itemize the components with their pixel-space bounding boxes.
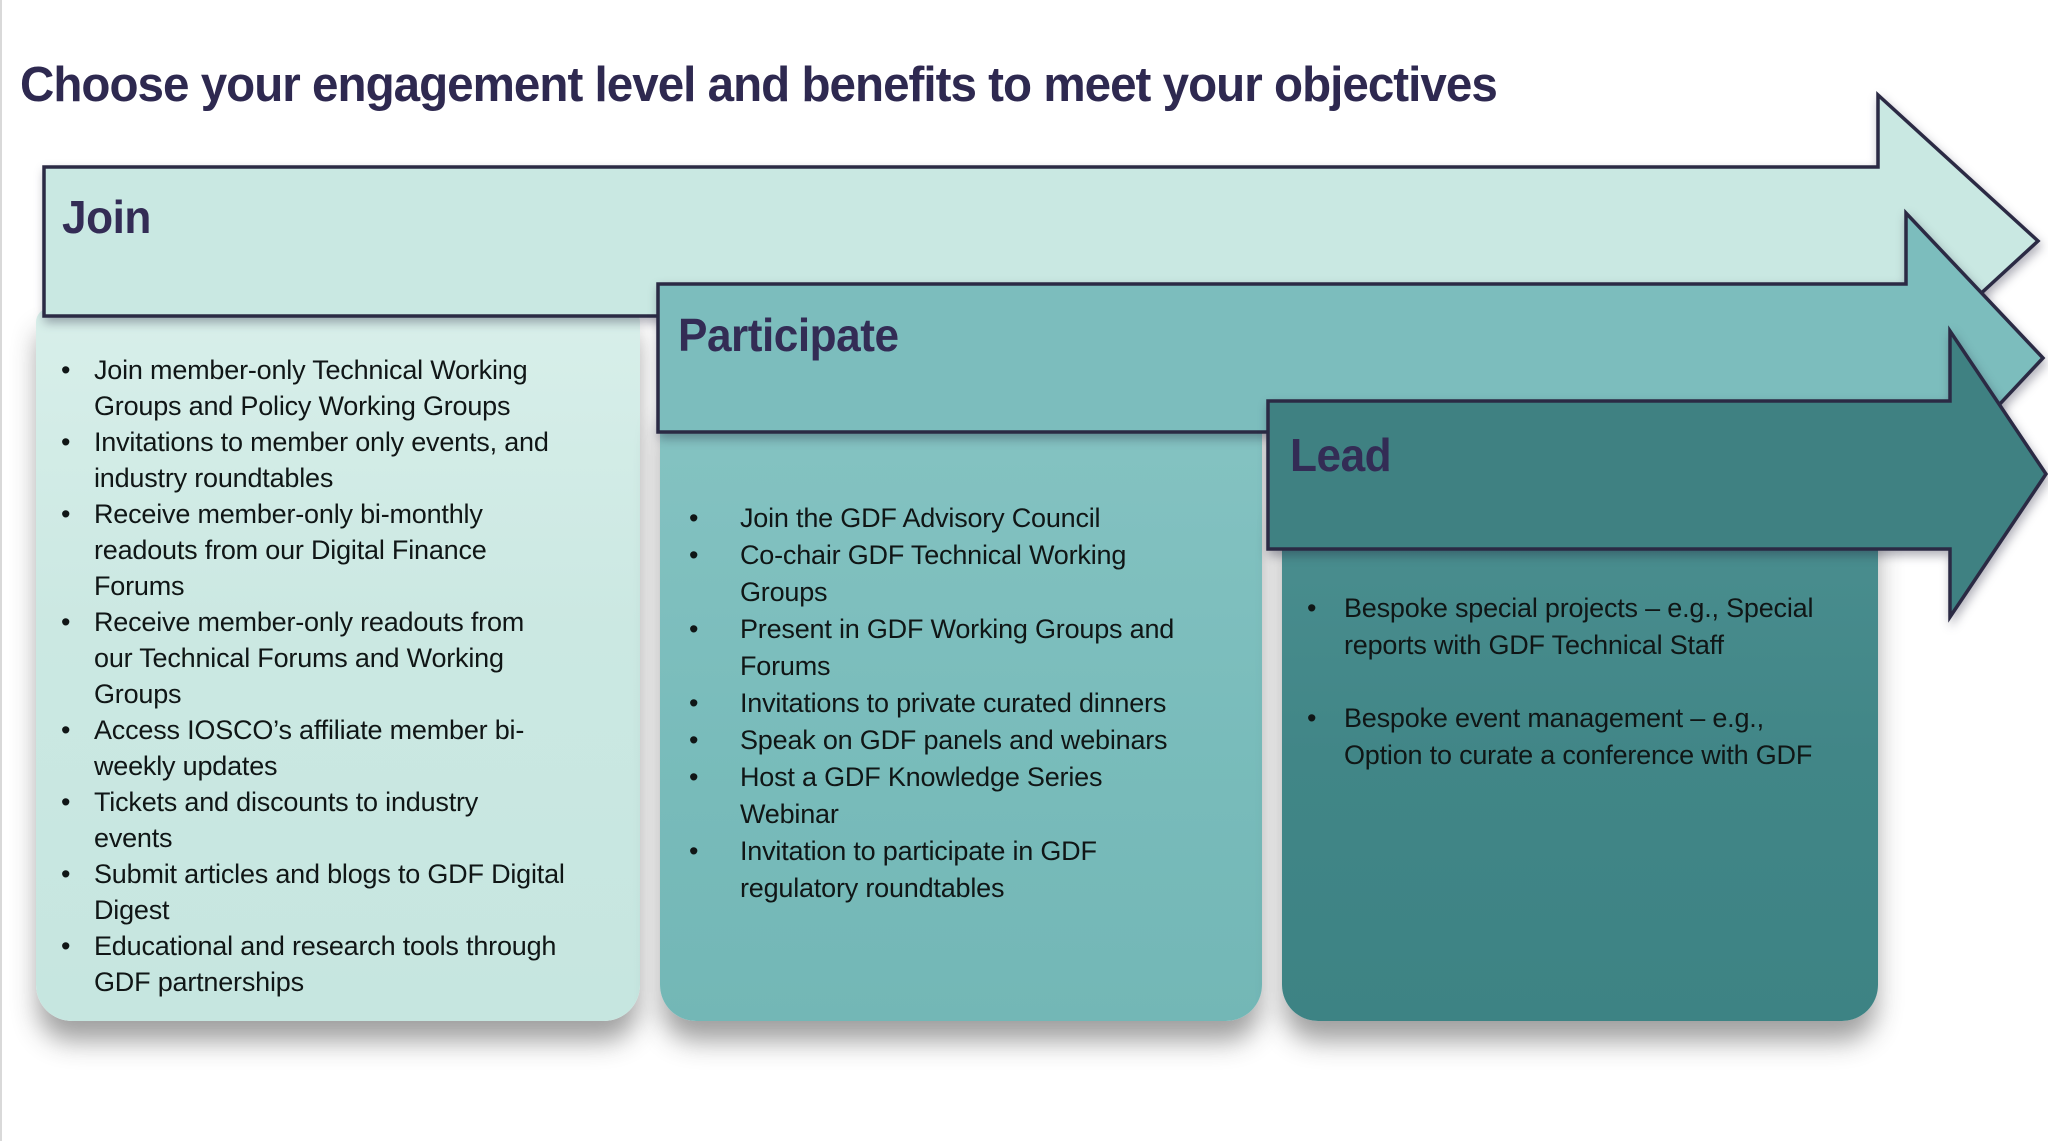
join-benefits-card: [36, 308, 640, 1021]
list-item: • Co-chair GDF Technical Working Groups: [686, 537, 1252, 611]
bullet-icon: •: [689, 540, 699, 570]
join-benefits-list: • Join member-only Technical Working Grou…: [60, 352, 626, 1000]
list-item-text: Join member-only Technical Working Group…: [94, 355, 528, 421]
bullet-icon: •: [689, 503, 699, 533]
participate-benefits-card: [660, 400, 1262, 1021]
list-item-text: Join the GDF Advisory Council: [740, 503, 1101, 533]
list-item-text: Present in GDF Working Groups and Forums: [740, 614, 1175, 681]
list-item: • Access IOSCO’s affiliate member bi- wee…: [60, 712, 626, 784]
list-item-text: Host a GDF Knowledge Series Webinar: [740, 762, 1103, 829]
bullet-icon: •: [1307, 703, 1317, 733]
list-item: • Present in GDF Working Groups and Forum…: [686, 611, 1252, 685]
list-item-text: Bespoke event management – e.g., Option …: [1344, 703, 1813, 770]
bullet-icon: •: [1307, 593, 1317, 623]
bullet-icon: •: [61, 355, 71, 385]
bullet-icon: •: [61, 427, 71, 457]
list-item-text: Receive member-only readouts from our Te…: [94, 607, 525, 709]
bullet-icon: •: [61, 715, 71, 745]
participate-banner-label: Participate: [678, 309, 899, 361]
list-item-text: Invitation to participate in GDF regulat…: [740, 836, 1097, 903]
list-item-text: Submit articles and blogs to GDF Digital…: [94, 859, 565, 925]
list-item: • Join member-only Technical Working Grou…: [60, 352, 626, 424]
list-item: • Host a GDF Knowledge Series Webinar: [686, 759, 1252, 833]
window-left-edge: [0, 0, 2, 1141]
bullet-icon: •: [689, 688, 699, 718]
list-item-text: Access IOSCO’s affiliate member bi- week…: [94, 715, 525, 781]
list-item: • Invitations to private curated dinners: [686, 685, 1252, 722]
bullet-icon: •: [61, 787, 71, 817]
bullet-icon: •: [689, 762, 699, 792]
participate-benefits-list: • Join the GDF Advisory Council • Co-chair …: [686, 500, 1252, 907]
list-item: • Bespoke special projects – e.g., Specia…: [1306, 590, 1872, 664]
bullet-icon: •: [61, 607, 71, 637]
list-item-text: Educational and research tools through G…: [94, 931, 557, 997]
list-item: • Receive member-only bi-monthly readouts…: [60, 496, 626, 604]
list-item: • Receive member-only readouts from our T…: [60, 604, 626, 712]
lead-arrow-shape: [1266, 325, 2048, 623]
list-item: • Invitation to participate in GDF regula…: [686, 833, 1252, 907]
lead-banner-label: Lead: [1290, 429, 1392, 481]
lead-benefits-card: [1282, 490, 1878, 1021]
list-item-text: Invitations to member only events, and i…: [94, 427, 549, 493]
bullet-icon: •: [689, 725, 699, 755]
list-item-text: Receive member-only bi-monthly readouts …: [94, 499, 487, 601]
list-item: • Tickets and discounts to industry event…: [60, 784, 626, 856]
page-title: Choose your engagement level and benefit…: [20, 58, 1498, 112]
bullet-icon: •: [689, 836, 699, 866]
bullet-icon: •: [61, 859, 71, 889]
list-item: • Educational and research tools through …: [60, 928, 626, 1000]
bullet-icon: •: [61, 499, 71, 529]
list-item-text: Bespoke special projects – e.g., Special…: [1344, 593, 1814, 660]
lead-benefits-list: • Bespoke special projects – e.g., Specia…: [1306, 590, 1872, 810]
list-item: • Submit articles and blogs to GDF Digita…: [60, 856, 626, 928]
list-item: • Speak on GDF panels and webinars: [686, 722, 1252, 759]
list-item-text: Speak on GDF panels and webinars: [740, 725, 1168, 755]
list-item: • Invitations to member only events, and …: [60, 424, 626, 496]
join-banner-label: Join: [62, 191, 151, 243]
list-item-text: Tickets and discounts to industry events: [94, 787, 479, 853]
bullet-icon: •: [61, 931, 71, 961]
list-item: • Bespoke event management – e.g., Option…: [1306, 700, 1872, 774]
list-item: • Join the GDF Advisory Council: [686, 500, 1252, 537]
list-item-text: Co-chair GDF Technical Working Groups: [740, 540, 1127, 607]
bullet-icon: •: [689, 614, 699, 644]
list-item-text: Invitations to private curated dinners: [740, 688, 1167, 718]
